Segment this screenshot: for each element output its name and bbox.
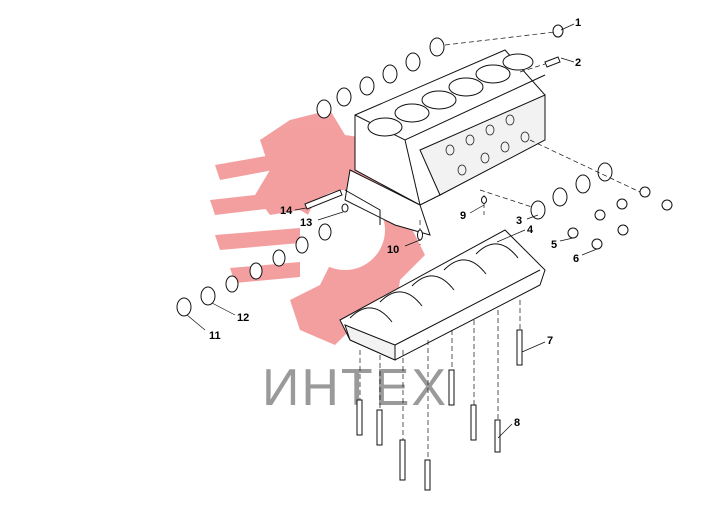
callout-2: 2	[575, 57, 581, 69]
callout-14: 14	[280, 205, 293, 217]
right-side-plugs	[479, 139, 673, 250]
callout-1: 1	[575, 17, 581, 29]
callout-8: 8	[514, 417, 520, 429]
bearing-rings	[176, 223, 332, 317]
callout-9: 9	[460, 210, 466, 222]
bolts	[356, 300, 523, 491]
top-core-plugs	[316, 24, 564, 119]
lower-crankcase	[339, 229, 546, 361]
callout-5: 5	[551, 239, 557, 251]
callout-10: 10	[387, 244, 399, 256]
callout-labels: 1 2 3 4 5 6 7 8 9 10 11 12 13 14	[209, 17, 581, 429]
callout-3: 3	[516, 215, 522, 227]
callout-4: 4	[527, 224, 534, 236]
callout-13: 13	[300, 217, 312, 229]
callout-12: 12	[237, 312, 249, 324]
callout-6: 6	[573, 253, 579, 265]
cylinder-bores	[367, 53, 534, 137]
callout-11: 11	[209, 330, 221, 342]
small-fittings	[304, 189, 487, 245]
watermark-text: ИНТЕХ	[262, 359, 448, 417]
block-side-ports	[445, 114, 530, 176]
cylinder-block	[344, 49, 546, 236]
leader-lines	[186, 23, 598, 439]
callout-7: 7	[547, 335, 553, 347]
